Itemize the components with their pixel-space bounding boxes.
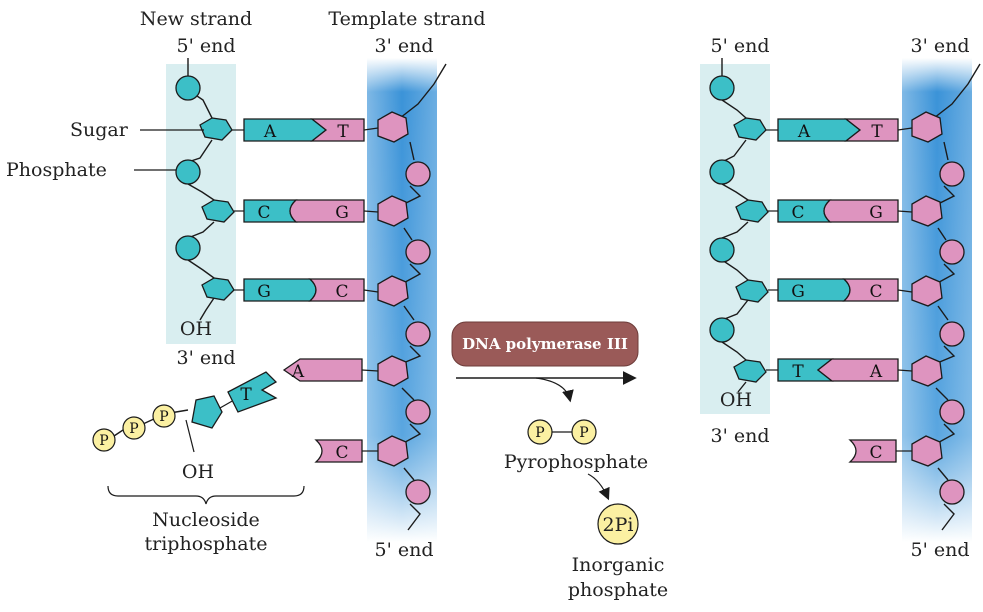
base-pair-c-g: C G: [234, 199, 379, 223]
template-strand-backbone: [395, 63, 447, 531]
svg-text:P: P: [129, 421, 138, 437]
inorganic-label: Inorganic: [572, 554, 665, 576]
sugar-pentagon: [201, 199, 235, 223]
two-pi-label: 2Pi: [603, 514, 634, 536]
inorganic-phosphate-circle: [597, 503, 639, 545]
base-letter: G: [335, 203, 349, 223]
right-template-3prime-label: 3' end: [911, 35, 970, 57]
template-base-c: C: [314, 439, 378, 463]
svg-text:P: P: [99, 433, 108, 449]
new-strand-label: New strand: [140, 8, 252, 30]
sugar-pentagon: [201, 277, 235, 301]
new-strand-nucleotides: [175, 75, 235, 301]
template-strand-label: Template strand: [328, 8, 485, 30]
inorganic-arrow: [587, 473, 610, 501]
base-letter: C: [335, 443, 348, 463]
template-base-a: A: [282, 358, 379, 382]
phosphate-word-label: phosphate: [568, 579, 668, 601]
base-letter: G: [869, 203, 883, 223]
triphosphate-label: triphosphate: [145, 533, 268, 555]
right-new-strand-5prime-label: 5' end: [711, 35, 770, 57]
right-base-pair-t-a: T A: [766, 358, 913, 382]
template-strand-3prime-label: 3' end: [375, 35, 434, 57]
svg-text:P: P: [579, 425, 588, 441]
svg-text:P: P: [159, 409, 168, 425]
base-letter: C: [791, 203, 804, 223]
base-letter: A: [797, 122, 811, 142]
right-base-pair-c-g: C G: [768, 199, 913, 223]
phosphate-p-circle: [152, 404, 176, 428]
right-oh-label: OH: [720, 389, 752, 411]
phosphate-label: Phosphate: [6, 159, 107, 181]
base-letter: T: [871, 122, 883, 142]
dna-polymerase-label: DNA polymerase III: [462, 335, 628, 353]
svg-text:P: P: [535, 425, 544, 441]
ntp-oh-label: OH: [182, 461, 214, 483]
phosphate-circle: [175, 235, 201, 261]
base-letter: C: [257, 203, 270, 223]
ntp-brace: [107, 485, 305, 505]
sugar-pentagon: [191, 395, 223, 429]
nucleoside-label: Nucleoside: [152, 509, 260, 531]
pyrophosphate: P P: [527, 419, 597, 445]
right-new-strand-3prime-label: 3' end: [711, 425, 770, 447]
base-letter: T: [337, 122, 349, 142]
sugar-pentagon: [199, 117, 233, 141]
right-new-strand-nucleotides: [709, 75, 769, 383]
base-letter: G: [257, 282, 271, 302]
base-pair-g-c: G C: [234, 278, 379, 302]
base-pair-a-t: A T: [232, 118, 379, 142]
right-template-base-c: C: [848, 439, 912, 463]
right-new-strand-backbone: [721, 58, 749, 393]
phosphate-p-circle: [92, 428, 116, 452]
template-strand-5prime-label: 5' end: [375, 539, 434, 561]
right-base-pair-g-c: G C: [768, 278, 913, 302]
phosphate-circle: [175, 75, 201, 101]
base-t-shape: [227, 371, 278, 413]
base-letter: A: [263, 122, 277, 142]
sugar-label: Sugar: [70, 119, 129, 141]
base-letter: C: [869, 282, 882, 302]
new-strand-5prime-label: 5' end: [177, 35, 236, 57]
base-letter: A: [291, 362, 305, 382]
phosphate-circle: [175, 159, 201, 185]
right-base-pair-a-t: A T: [766, 118, 913, 142]
right-template-5prime-label: 5' end: [911, 539, 970, 561]
right-template-backbone: [929, 63, 981, 531]
incoming-nucleoside-triphosphate: P P P T OH: [92, 371, 278, 483]
base-letter: G: [791, 282, 805, 302]
template-strand-nucleotides: [377, 111, 431, 505]
pyrophosphate-label: Pyrophosphate: [504, 451, 648, 473]
svg-text:T: T: [240, 385, 252, 405]
base-letter: C: [869, 443, 882, 463]
new-strand-backbone: [187, 58, 215, 321]
new-strand-3prime-label: 3' end: [177, 347, 236, 369]
phosphate-p-circle: [122, 416, 146, 440]
base-letter: C: [335, 282, 348, 302]
pyrophosphate-arrow: [535, 377, 574, 403]
new-strand-oh-label: OH: [180, 318, 212, 340]
base-letter: T: [792, 362, 804, 382]
right-template-nucleotides: [911, 111, 965, 505]
base-letter: A: [869, 362, 883, 382]
dna-polymerase-box: [451, 321, 639, 367]
